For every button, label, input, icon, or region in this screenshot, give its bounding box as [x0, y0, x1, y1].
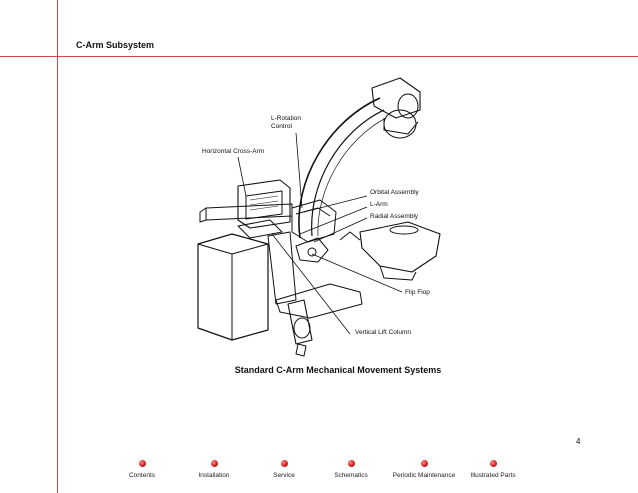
nav-label: Periodic Maintenance: [392, 472, 456, 479]
c-arm-arc-inner: [311, 109, 385, 237]
leader-radial-assembly: [313, 217, 368, 243]
x-ray-tube: [359, 221, 441, 273]
nav-installation-button[interactable]: Installation: [169, 460, 259, 479]
section-title: C-Arm Subsystem: [76, 40, 155, 50]
bullet-icon: [138, 460, 146, 467]
horizontal-cross-arm-shape: [205, 203, 293, 221]
leader-orbital-assembly: [303, 195, 368, 213]
leader-horizontal-cross-arm: [237, 156, 247, 197]
nav-label: Service: [273, 472, 295, 479]
image-intensifier: [371, 77, 421, 119]
c-arm-arc-outer: [298, 97, 381, 239]
leader-flip-flop: [311, 253, 403, 293]
figure-caption: Standard C-Arm Mechanical Movement Syste…: [234, 365, 442, 375]
label-l-arm: L-Arm: [370, 201, 388, 208]
page-number: 4: [576, 437, 581, 446]
leader-l-arm: [299, 206, 368, 235]
bullet-icon: [489, 460, 497, 467]
nav-label: Schematics: [334, 472, 368, 479]
nav-illustrated-parts-button[interactable]: Illustrated Parts: [448, 460, 538, 479]
label-vertical-lift-column: Vertical Lift Column: [355, 329, 411, 336]
label-flip-flop: Flip Flop: [405, 289, 430, 296]
nav-label: Installation: [198, 472, 230, 479]
header-rule-horizontal: [0, 56, 638, 57]
nav-service-button[interactable]: Service: [239, 460, 329, 479]
bullet-icon: [280, 460, 288, 467]
leader-vertical-lift: [271, 233, 351, 335]
vertical-lift-column-shape: [267, 231, 297, 305]
margin-rule-vertical: [57, 0, 58, 493]
label-l-rotation-control: L-Rotation Control: [271, 115, 301, 130]
bottom-navigation: Contents Installation Service Schematics…: [0, 460, 638, 490]
nav-label: Contents: [128, 472, 156, 479]
mobile-base-body: [197, 233, 269, 341]
bullet-icon: [347, 460, 355, 467]
bullet-icon: [420, 460, 428, 467]
leader-l-rotation: [295, 132, 303, 209]
nav-label: Illustrated Parts: [470, 472, 516, 479]
label-horizontal-cross-arm: Horizontal Cross-Arm: [202, 148, 265, 155]
label-orbital-assembly: Orbital Assembly: [370, 189, 419, 196]
control-box: [237, 179, 291, 229]
nav-periodic-maintenance-button[interactable]: Periodic Maintenance: [379, 460, 469, 479]
nav-schematics-button[interactable]: Schematics: [306, 460, 396, 479]
label-radial-assembly: Radial Assembly: [370, 213, 419, 220]
bullet-icon: [210, 460, 218, 467]
nav-contents-button[interactable]: Contents: [97, 460, 187, 479]
